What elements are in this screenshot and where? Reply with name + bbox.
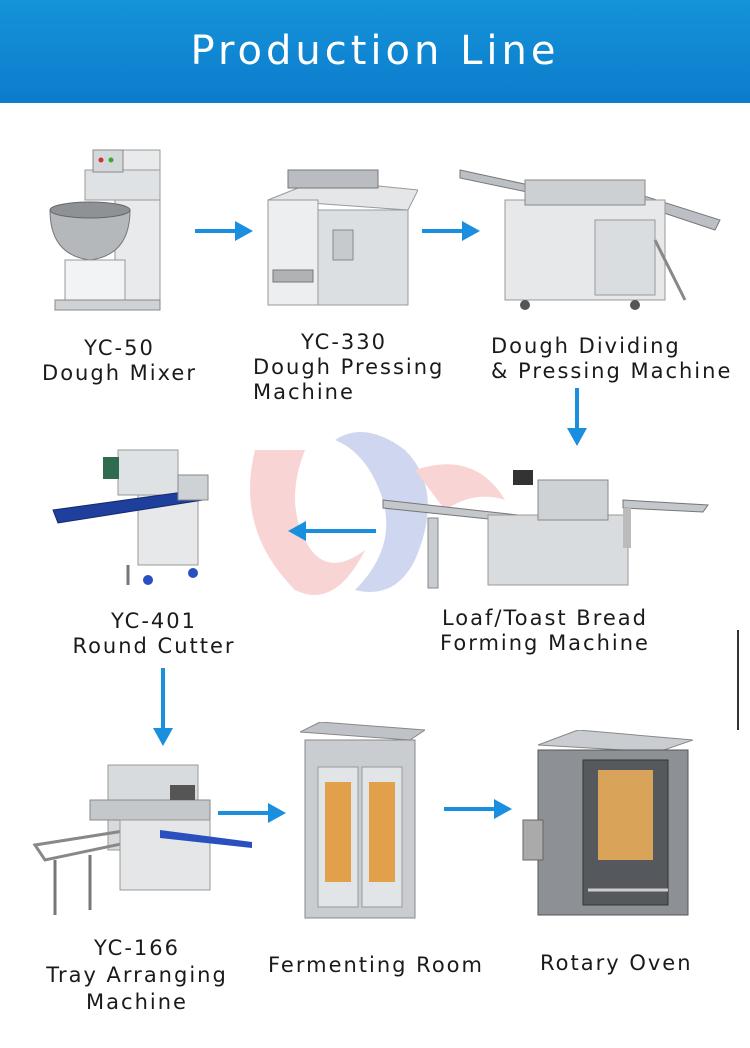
label-line: YC-50: [84, 336, 155, 360]
dough-mixer-image: [49, 149, 161, 311]
label-line: Forming Machine: [440, 631, 650, 655]
page-title: Production Line: [190, 28, 560, 74]
label-line: Loaf/Toast Bread: [441, 606, 649, 630]
label-line: YC-166: [93, 936, 180, 960]
step-label-round-cutter: YC-401 Round Cutter: [68, 609, 240, 659]
label-line: YC-330: [301, 330, 388, 354]
step-label-dough-mixer: YC-50 Dough Mixer: [42, 336, 197, 386]
arrow-down-2: [153, 668, 173, 746]
arrow-right-1: [195, 221, 253, 241]
fermenting-room-image: [300, 722, 425, 919]
bread-forming-machine-image: [382, 470, 709, 589]
step-label-fermenting-room: Fermenting Room: [268, 953, 484, 978]
arrow-right-3: [218, 803, 286, 823]
label-line: Tray Arranging: [46, 963, 228, 987]
step-label-bread-forming: Loaf/Toast Bread Forming Machine: [436, 606, 654, 656]
label-line: Dough Mixer: [42, 361, 197, 385]
step-label-dough-dividing: Dough Dividing & Pressing Machine: [491, 334, 732, 384]
arrow-right-2: [422, 221, 480, 241]
step-label-dough-pressing: YC-330 Dough Pressing Machine: [253, 330, 444, 405]
arrow-left-1: [288, 521, 376, 541]
label-line: Machine: [253, 380, 355, 404]
label-line: YC-401: [110, 609, 197, 633]
label-line: Fermenting Room: [268, 953, 484, 977]
step-label-tray-arranging: YC-166 Tray Arranging Machine: [42, 935, 232, 1016]
label-line: Dough Dividing: [491, 334, 681, 358]
dough-pressing-machine-image: [267, 169, 418, 306]
rotary-oven-image: [522, 730, 693, 916]
watermark-logo: [250, 432, 505, 595]
label-line: & Pressing Machine: [491, 359, 733, 383]
round-cutter-image: [52, 449, 209, 585]
label-line: Round Cutter: [72, 634, 236, 658]
tray-arranging-machine-image: [32, 764, 252, 915]
arrow-down-1: [567, 388, 587, 446]
label-line: Machine: [86, 990, 188, 1014]
label-line: Rotary Oven: [540, 951, 693, 975]
dough-dividing-pressing-machine-image: [459, 169, 721, 310]
label-line: Dough Pressing: [253, 355, 445, 379]
edge-divider: [737, 630, 739, 730]
arrow-right-4: [444, 799, 512, 819]
title-banner: Production Line: [0, 0, 750, 103]
step-label-rotary-oven: Rotary Oven: [540, 951, 693, 976]
